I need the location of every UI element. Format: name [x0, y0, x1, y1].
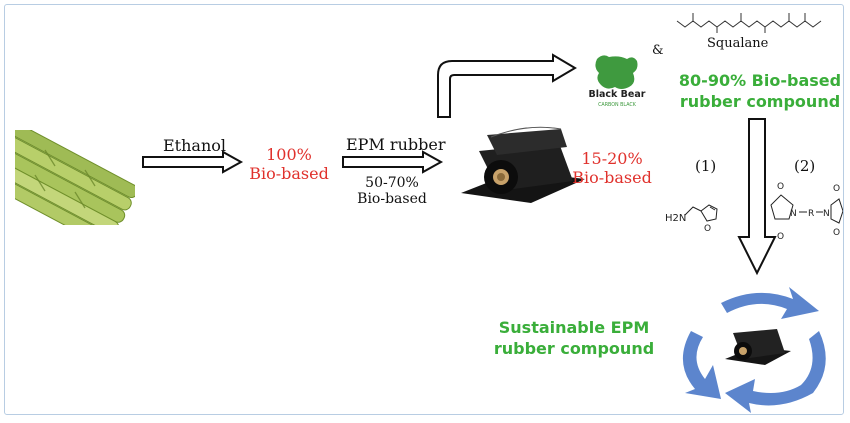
- black-bear-logo: Black Bear CARBON BLACK: [589, 55, 646, 108]
- bismaleimide-structure: O O N R N O O: [770, 182, 843, 241]
- right-nitrogen: N: [823, 209, 830, 219]
- black-bear-name: Black Bear: [589, 89, 646, 100]
- arrow-epm: [342, 150, 444, 174]
- arrow-ethanol: [142, 150, 244, 174]
- recycle-arrows: [682, 287, 826, 413]
- arrow-down: [737, 118, 777, 276]
- result-line2: rubber compound: [493, 339, 655, 358]
- ampersand: &: [652, 43, 664, 58]
- reagent-2-label: (2): [794, 157, 816, 175]
- rubber-bio-label: Bio-based: [572, 168, 652, 187]
- compound-bio-line1: 80-90% Bio-based: [678, 71, 842, 90]
- result-line1: Sustainable EPM: [498, 318, 650, 337]
- sugarcane-image: [15, 130, 135, 225]
- epm-pct: 50-70%: [365, 175, 419, 191]
- recycle-roll-core: [739, 347, 747, 355]
- rubber-roll-image: [461, 126, 585, 203]
- arrow-to-carbon-black: [437, 53, 577, 118]
- amine-label: H2N: [665, 213, 686, 224]
- epm-rubber-label: EPM rubber: [346, 135, 446, 154]
- black-bear-sub: CARBON BLACK: [598, 102, 637, 108]
- furfurylamine-structure: H2N O: [665, 204, 718, 234]
- ethanol-label: Ethanol: [163, 136, 227, 155]
- furan-oxygen: O: [704, 224, 711, 234]
- right-carbonyl-top: O: [833, 184, 840, 194]
- squalane-label: Squalane: [707, 36, 769, 51]
- bio100-pct: 100%: [266, 145, 312, 164]
- squalane-structure: [676, 13, 822, 33]
- right-carbonyl-bottom: O: [833, 228, 840, 238]
- diagram-frame: Ethanol 100% Bio-based EPM rubber 50-70%…: [4, 4, 844, 415]
- left-carbonyl-top: O: [777, 182, 784, 192]
- epm-bio-label: Bio-based: [357, 191, 427, 207]
- compound-bio-line2: rubber compound: [679, 92, 841, 111]
- reagent-1-label: (1): [695, 157, 717, 175]
- left-carbonyl-bottom: O: [777, 232, 784, 241]
- bio100-label: Bio-based: [249, 164, 329, 183]
- r-group: R: [808, 209, 814, 219]
- left-nitrogen: N: [790, 209, 797, 219]
- rubber-pct: 15-20%: [581, 149, 643, 168]
